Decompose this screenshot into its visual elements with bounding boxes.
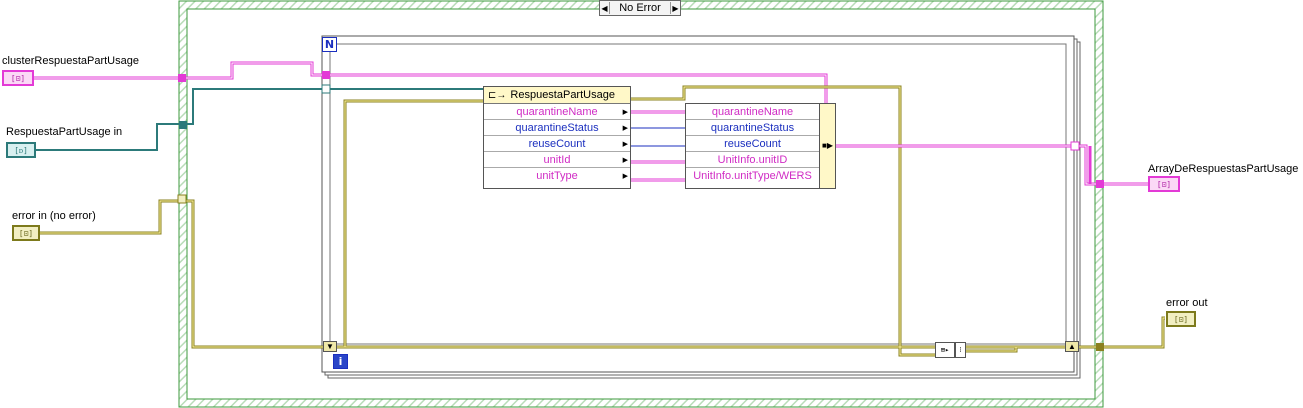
property-row[interactable]: unitId▶ [484, 152, 630, 168]
bundle-element-row[interactable]: quarantineStatus [686, 120, 819, 136]
output-arrow-icon: ▶ [622, 173, 628, 180]
loop-count-terminal[interactable]: N [322, 37, 337, 52]
property-row[interactable]: quarantineStatus▶ [484, 120, 630, 136]
property-row[interactable]: reuseCount▶ [484, 136, 630, 152]
property-row[interactable]: unitType▶ [536, 170, 628, 182]
error-in-terminal[interactable]: [⊡] [12, 225, 40, 241]
output-array-wire[interactable] [836, 144, 1148, 186]
shift-register-left[interactable]: ▼ [323, 341, 337, 352]
property-wires[interactable] [630, 110, 686, 182]
case-selector-label: No Error [609, 2, 671, 14]
case-selector[interactable]: ◀ No Error ▶ [599, 0, 681, 16]
bundle-by-name-node[interactable]: quarantineName quarantineStatus reuseCou… [685, 103, 819, 189]
loop-refnum-tunnel[interactable] [321, 84, 331, 94]
for-loop-frame[interactable] [321, 35, 1081, 379]
shift-register-right[interactable]: ▲ [1065, 341, 1079, 352]
output-arrow-icon: ▶ [622, 108, 628, 116]
loop-cluster-tunnel[interactable] [322, 71, 330, 79]
refnum-tunnel-in[interactable] [179, 121, 187, 129]
bundle-element-row[interactable]: reuseCount [686, 136, 819, 152]
property-row[interactable]: quarantineName▶ [484, 104, 630, 120]
output-arrow-icon: ▶ [622, 124, 628, 132]
error-out-label: error out [1166, 297, 1208, 309]
error-in-label: error in (no error) [12, 210, 96, 222]
property-node[interactable]: ⊏→ RespuestaPartUsage quarantineName▶ qu… [483, 86, 631, 189]
loop-iteration-terminal[interactable]: i [333, 354, 348, 369]
bundle-element-row[interactable]: UnitInfo.unitID [686, 152, 819, 168]
ref-control-label: RespuestaPartUsage in [6, 126, 123, 138]
cluster-control-label: clusterRespuestaPartUsage [2, 55, 139, 67]
bundle-element-row[interactable]: UnitInfo.unitType/WERS [693, 170, 812, 182]
output-arrow-icon: ▶ [622, 156, 628, 164]
ref-control-terminal[interactable]: [ᴅ] [6, 142, 36, 158]
error-tunnel-in[interactable] [177, 194, 187, 204]
merge-errors-output[interactable]: ⁞ [955, 342, 966, 358]
case-output-tunnel[interactable] [1096, 180, 1104, 188]
bundle-node-body[interactable] [819, 103, 836, 189]
property-node-title: RespuestaPartUsage [510, 89, 615, 101]
right-arrow-dropdown-icon[interactable]: ▶ [672, 3, 679, 13]
output-arrow-icon: ▶ [622, 140, 628, 148]
property-node-icon: ⊏→ [488, 89, 507, 101]
loop-output-tunnel[interactable] [1070, 141, 1080, 151]
bundle-output-arrow-icon: ■▶ [822, 141, 833, 150]
cluster-control-terminal[interactable]: [⊡] [2, 70, 34, 86]
array-indicator-terminal[interactable]: [⊡] [1148, 176, 1180, 192]
bundle-element-row[interactable]: quarantineName [686, 104, 819, 120]
cluster-tunnel-in[interactable] [178, 74, 186, 82]
error-tunnel-out[interactable] [1096, 343, 1104, 351]
error-out-terminal[interactable]: [⊡] [1166, 311, 1196, 327]
merge-errors-node[interactable]: ⊞▸ [935, 342, 955, 358]
left-arrow-icon[interactable]: ◀ [601, 3, 608, 13]
array-indicator-label: ArrayDeRespuestasPartUsage [1148, 163, 1299, 175]
